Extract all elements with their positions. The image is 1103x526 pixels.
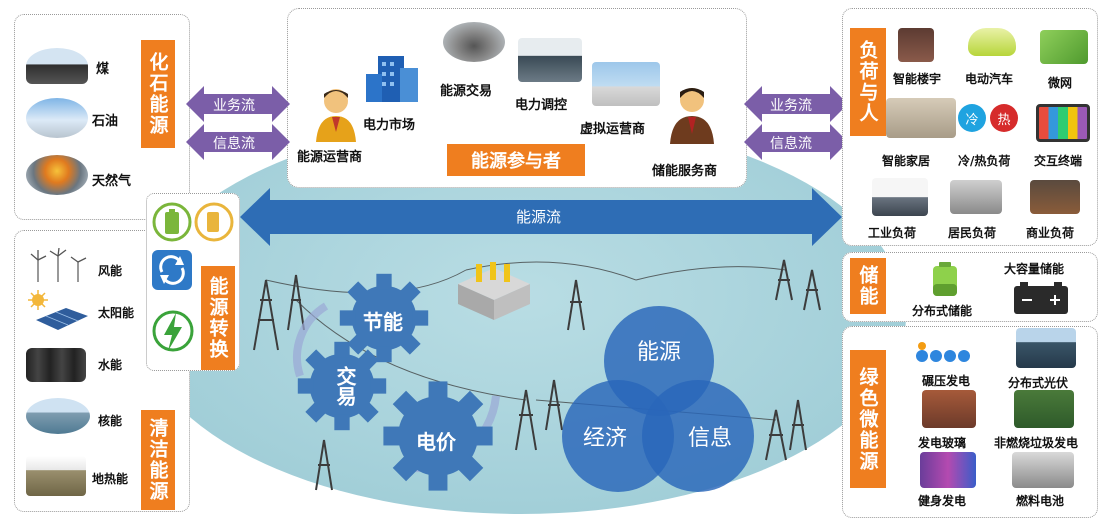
power-glass-image <box>922 390 976 428</box>
venn-economy-label: 经济 <box>583 426 628 451</box>
nuclear-label: 核能 <box>98 414 123 428</box>
smart-building-image <box>898 28 934 62</box>
clean-energy-title: 清洁能源 <box>141 410 175 510</box>
microgrid-image <box>1040 30 1088 64</box>
virtual-operator-label: 虚拟运营商 <box>580 122 646 137</box>
lightning-icon <box>152 310 194 352</box>
distributed-pv-image <box>1016 328 1076 368</box>
participants-title: 能源参与者 <box>447 144 585 176</box>
operator-person-icon <box>316 89 356 142</box>
green-micro-energy-title: 绿色微能源 <box>850 350 886 488</box>
solar-image <box>28 290 88 330</box>
commercial-load-label: 商业负荷 <box>1026 226 1075 240</box>
fitness-power-label: 健身发电 <box>918 494 967 508</box>
hot-icon: 热 <box>990 104 1018 132</box>
hydro-label: 水能 <box>98 358 123 372</box>
venn-energy-label: 能源 <box>637 340 682 365</box>
venn-info-label: 信息 <box>688 426 733 451</box>
power-plant-image <box>592 62 660 106</box>
storage-title: 储能 <box>850 258 886 314</box>
fuel-cell-image <box>1012 452 1074 488</box>
left-info-flow-label: 信息流 <box>213 136 255 152</box>
geothermal-label: 地热能 <box>92 472 129 486</box>
fossil-energy-title: 化石能源 <box>141 40 175 148</box>
interactive-terminal-label: 交互终端 <box>1034 154 1083 168</box>
energy-trading-label: 能源交易 <box>440 84 493 99</box>
gear-energy-saving-label: 节能 <box>363 310 403 334</box>
electric-car-label: 电动汽车 <box>965 72 1014 86</box>
trading-room-image <box>443 22 505 62</box>
storage-provider-label: 储能服务商 <box>652 164 718 179</box>
fitness-power-image <box>920 452 976 488</box>
commercial-load-image <box>1030 180 1080 214</box>
smart-home-image <box>886 98 956 138</box>
energy-conversion-title: 能源转换 <box>201 266 235 370</box>
refresh-cycle-icon <box>152 250 192 290</box>
gear-price-label: 电价 <box>416 430 456 454</box>
geothermal-image <box>26 456 86 496</box>
cold-icon: 冷 <box>958 104 986 132</box>
right-info-flow-arrow <box>744 124 848 160</box>
large-storage-battery-icon <box>1014 282 1068 314</box>
battery-charge-icon <box>152 202 234 242</box>
venn-info-circle <box>642 380 754 492</box>
control-room-image <box>518 38 582 82</box>
wind-image <box>30 248 87 282</box>
coal-label: 煤 <box>96 62 110 77</box>
left-info-flow-arrow <box>186 124 290 160</box>
distributed-storage-label: 分布式储能 <box>912 304 973 318</box>
building-icon <box>366 56 418 102</box>
waste-power-image <box>1014 390 1074 428</box>
waste-power-label: 非燃烧垃圾发电 <box>994 436 1079 450</box>
smart-building-label: 智能楼宇 <box>893 72 942 86</box>
fuel-cell-label: 燃料电池 <box>1016 494 1065 508</box>
wind-label: 风能 <box>98 264 123 278</box>
cold-hot-load-label: 冷/热负荷 <box>958 154 1011 168</box>
interactive-terminal-image <box>1036 104 1090 142</box>
distributed-pv-label: 分布式光伏 <box>1008 376 1069 390</box>
left-business-flow-arrow <box>186 86 290 122</box>
gear-shapes <box>293 273 500 491</box>
large-storage-label: 大容量储能 <box>1004 262 1065 276</box>
industrial-load-label: 工业负荷 <box>868 226 917 240</box>
substation-icon <box>458 262 530 320</box>
energy-flow-label: 能源流 <box>516 208 562 226</box>
microgrid-label: 微网 <box>1048 76 1073 90</box>
residential-load-image <box>950 180 1002 214</box>
industrial-load-image <box>872 178 928 216</box>
right-business-flow-label: 业务流 <box>770 98 812 114</box>
energy-operator-label: 能源运营商 <box>297 150 363 165</box>
residential-load-label: 居民负荷 <box>948 226 997 240</box>
gas-label: 天然气 <box>92 174 132 189</box>
load-title: 负荷与人 <box>850 28 886 136</box>
power-dispatch-label: 电力调控 <box>515 98 568 113</box>
left-business-flow-label: 业务流 <box>213 98 255 114</box>
distributed-storage-battery-icon <box>933 262 957 296</box>
power-grid-lines <box>253 259 821 491</box>
pressure-power-label: 碾压发电 <box>922 374 971 388</box>
right-info-flow-label: 信息流 <box>770 136 812 152</box>
coal-image <box>26 48 88 84</box>
pressure-power-icon <box>916 342 970 362</box>
energy-flow-arrow <box>240 188 842 246</box>
storage-provider-person-icon <box>670 88 714 144</box>
gas-image <box>26 155 88 195</box>
oil-label: 石油 <box>92 114 119 129</box>
nuclear-image <box>26 398 90 434</box>
hydro-image <box>26 348 86 382</box>
smart-home-label: 智能家居 <box>882 154 931 168</box>
power-glass-label: 发电玻璃 <box>918 436 967 450</box>
oil-image <box>26 98 88 138</box>
gear-trading-label: 交易 <box>333 366 357 406</box>
solar-label: 太阳能 <box>98 306 135 320</box>
power-market-label: 电力市场 <box>363 118 416 133</box>
right-business-flow-arrow <box>744 86 848 122</box>
electric-car-image <box>968 28 1016 56</box>
